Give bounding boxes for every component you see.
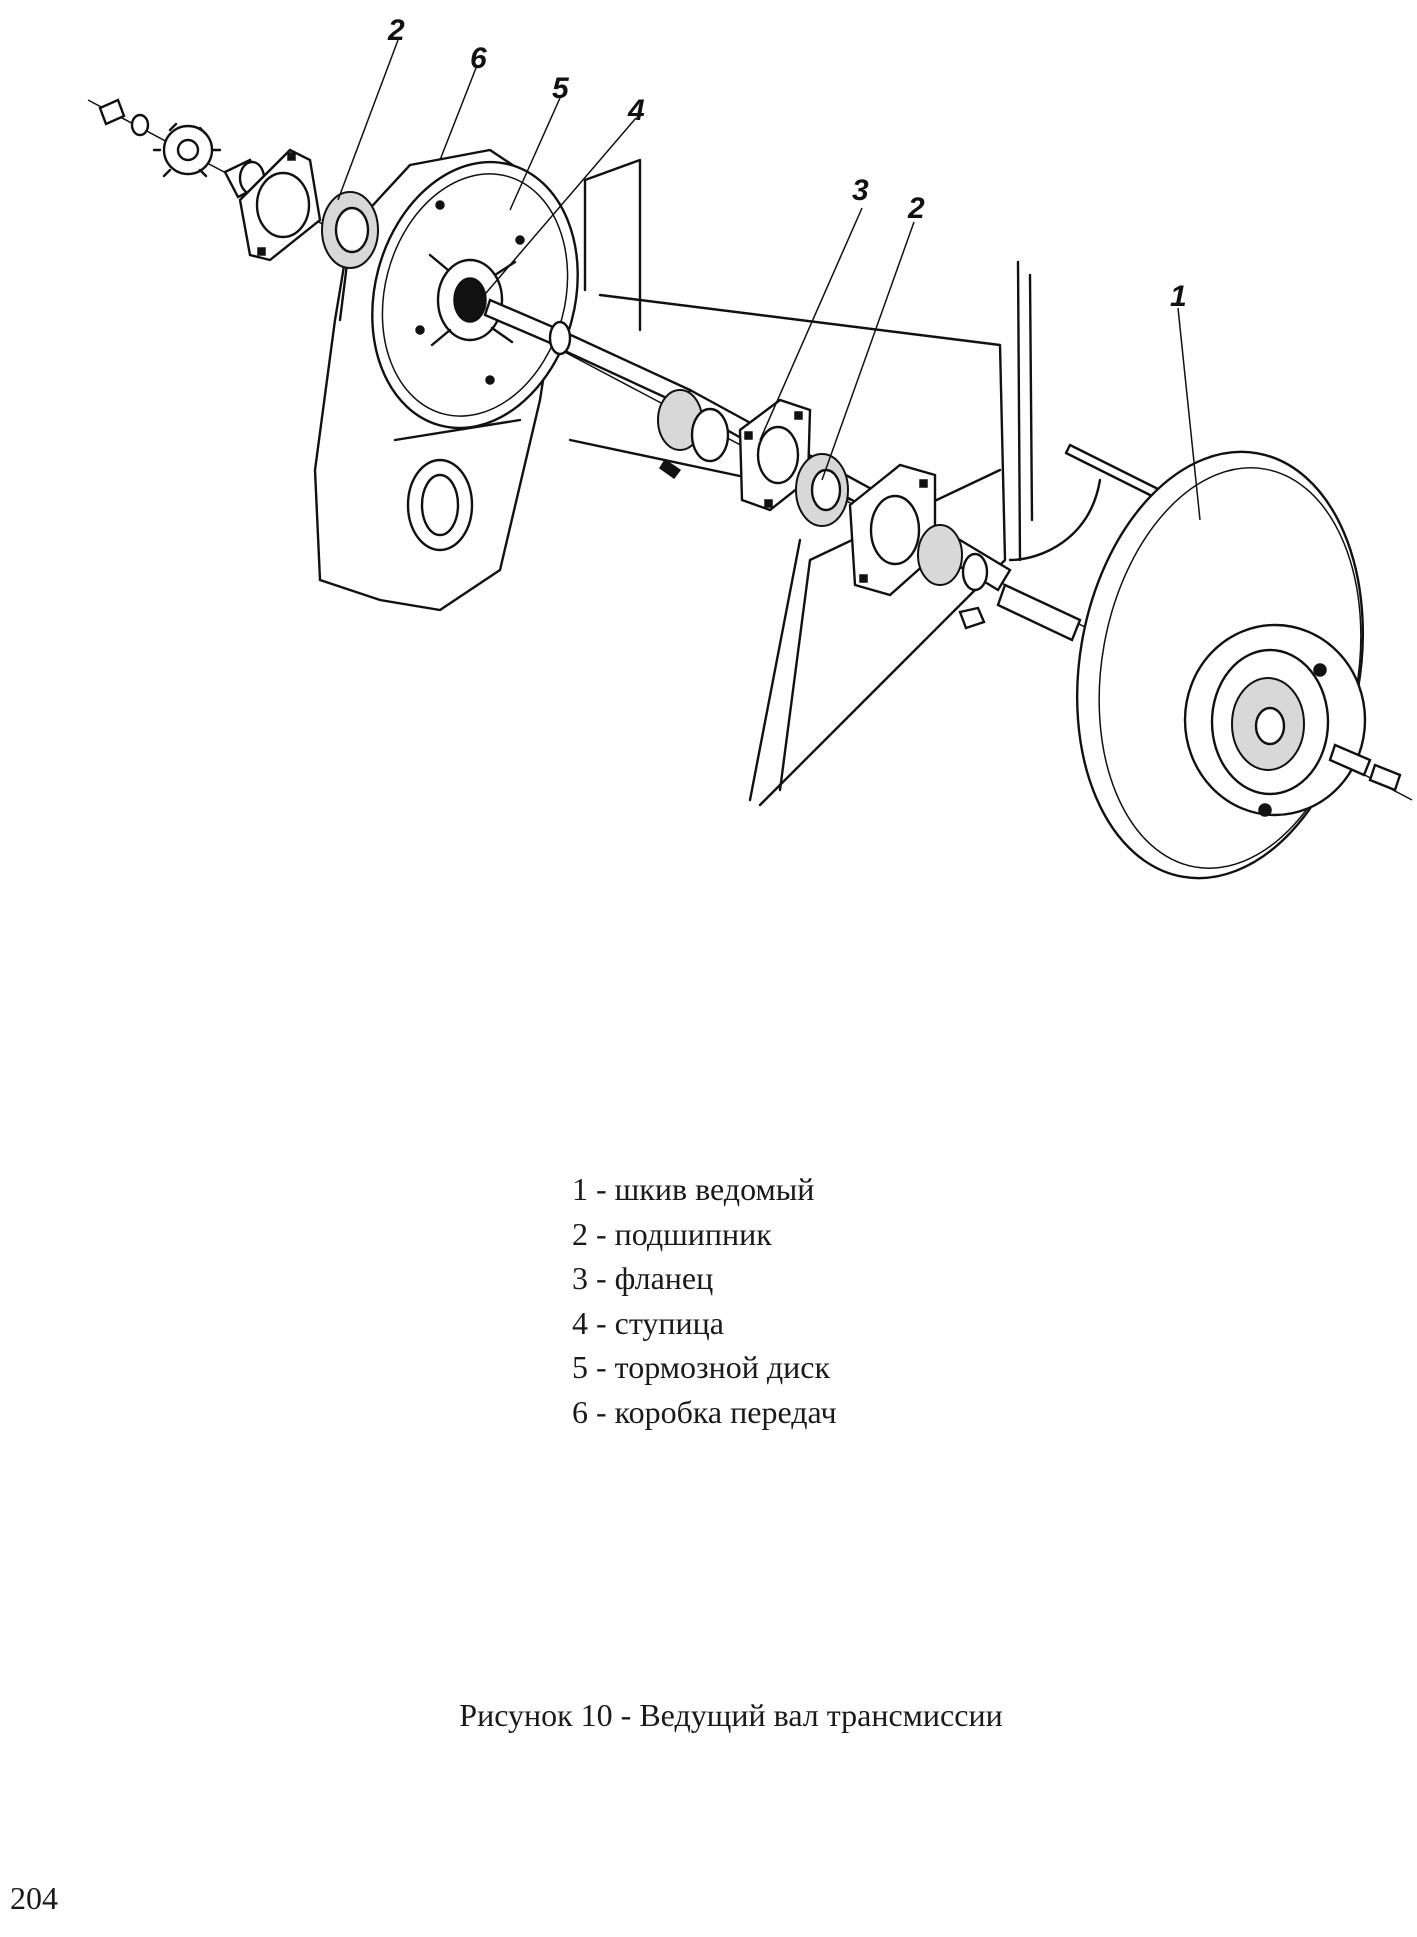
flange-left <box>238 148 322 262</box>
transmission-drive-shaft-exploded-diagram: 2 6 5 4 3 2 1 <box>87 14 1413 880</box>
flange-center <box>738 398 812 512</box>
callout-bearing-left: 2 <box>387 14 405 47</box>
coupling <box>657 389 730 480</box>
coupling-right <box>917 524 1082 642</box>
legend-item: 1 - шкив ведомый <box>572 1171 815 1207</box>
small-parts-left <box>98 98 266 199</box>
legend-item: 4 - ступица <box>572 1304 724 1341</box>
flange-right <box>848 463 937 597</box>
legend-item: 3 - фланец <box>572 1260 714 1296</box>
callout-driven-pulley: 1 <box>1170 280 1187 313</box>
legend-item: 6 - коробка передач <box>572 1393 837 1430</box>
parts-legend: 1 - шкив ведомый 2 - подшипник 3 - флане… <box>572 1167 837 1434</box>
legend-item: 2 - подшипник <box>572 1215 772 1252</box>
callout-hub: 4 <box>627 94 645 127</box>
bearing-left <box>321 191 379 269</box>
callout-gearbox: 6 <box>470 42 487 75</box>
figure-caption-container: Рисунок 10 - Ведущий вал трансмиссии <box>0 1697 1417 1734</box>
page-number: 204 <box>10 1880 58 1916</box>
frame-stand <box>568 158 1162 807</box>
legend-item: 5 - тормозной диск <box>572 1349 831 1385</box>
driven-pulley <box>1075 450 1402 880</box>
callout-leaders <box>337 39 1201 521</box>
bearing-center <box>795 453 849 527</box>
callout-flange: 3 <box>852 174 869 207</box>
hub <box>428 253 517 347</box>
figure-caption: Рисунок 10 - Ведущий вал трансмиссии <box>459 1697 1003 1733</box>
callout-brake-disc: 5 <box>552 72 570 105</box>
callout-bearing-center: 2 <box>907 192 925 225</box>
